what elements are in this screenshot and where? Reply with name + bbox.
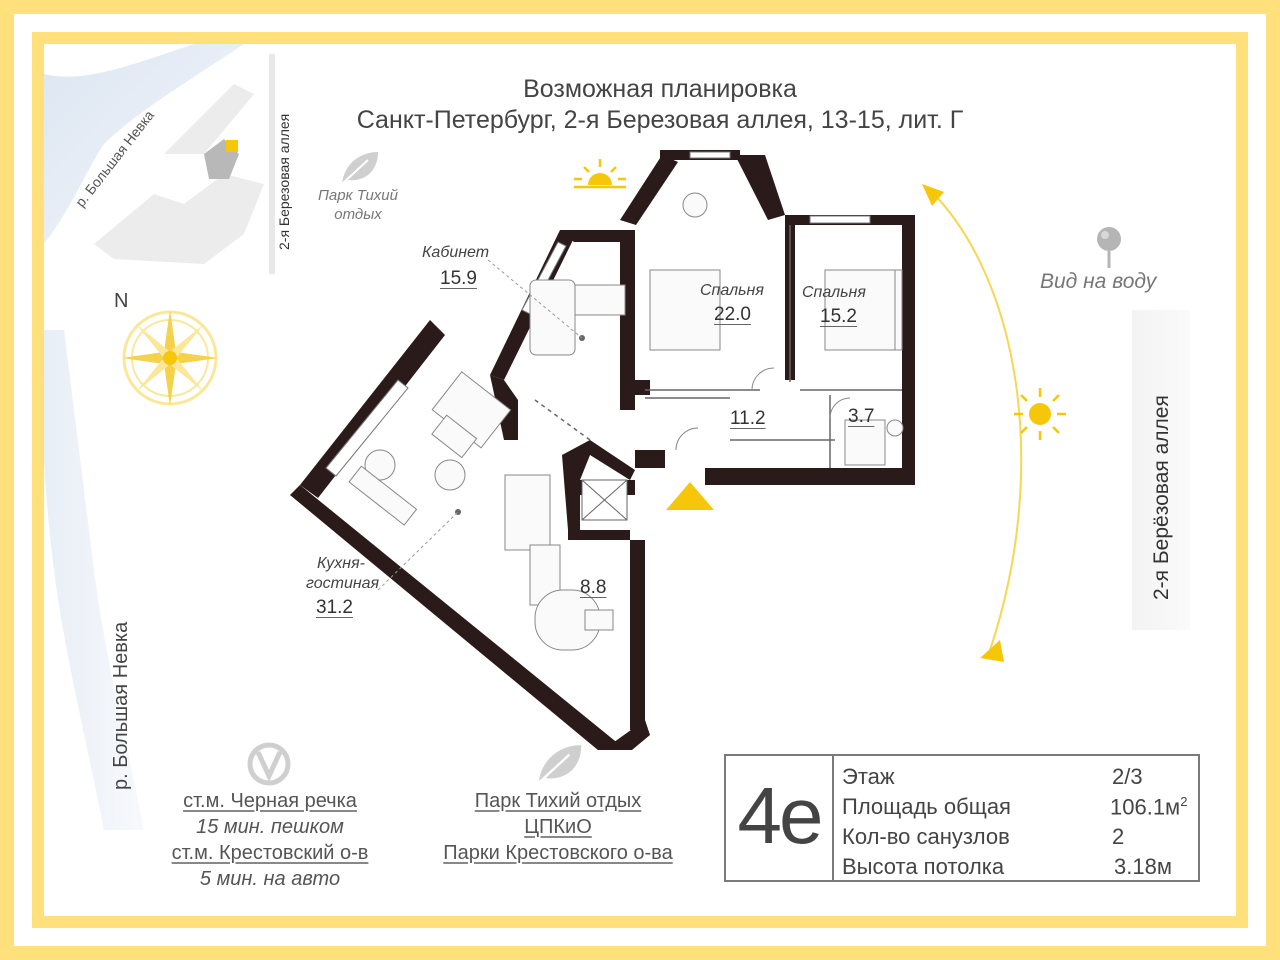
room-office-area: 15.9 (440, 268, 477, 289)
mini-target-marker (226, 140, 238, 152)
sun-path-arrow-top (922, 184, 944, 206)
entrance-arrow-icon (666, 482, 714, 510)
sun-icon (1014, 388, 1066, 440)
walls (290, 150, 915, 750)
room-hall-area: 11.2 (730, 408, 766, 429)
metro-line-4: 5 мин. на авто (199, 868, 341, 890)
view-label: Вид на воду (1040, 270, 1157, 293)
right-street-strip (1132, 310, 1190, 630)
room-kitchen-area: 31.2 (316, 597, 353, 618)
mini-map (44, 44, 275, 274)
info-bathrooms-label: Кол-во санузлов (842, 824, 1010, 849)
mini-building-2 (164, 84, 254, 154)
metro-info: ст.м. Черная речка 15 мин. пешком ст.м. … (130, 788, 410, 892)
sun-path-arrow-bottom (980, 640, 1004, 662)
room-bedroom1-area: 22.0 (714, 304, 751, 325)
info-floor-label: Этаж (842, 764, 895, 789)
info-floor-value: 2/3 (1112, 764, 1143, 789)
info-area-value: 106.1м2 (1110, 794, 1188, 820)
metro-line-1: ст.м. Черная речка (183, 790, 357, 812)
metro-icon (247, 742, 291, 786)
info-ceiling-label: Высота потолка (842, 854, 1005, 879)
room-bedroom2-label: Спальня (802, 284, 866, 301)
mini-river (44, 44, 244, 244)
leaf-icon (341, 152, 378, 185)
title-line-1: Возможная планировка (523, 75, 797, 103)
room-kitchen-label: Кухня- гостиная (306, 555, 380, 592)
title-line-2: Санкт-Петербург, 2-я Березовая аллея, 13… (356, 106, 964, 134)
right-street-label: 2-я Берёзовая аллея (1150, 395, 1173, 600)
floor-plan (290, 150, 915, 750)
park-tihiy-label: Парк Тихий отдых (318, 187, 398, 223)
room-bath-small-area: 3.7 (848, 406, 875, 427)
page-title: Возможная планировка Санкт-Петербург, 2-… (300, 74, 1020, 136)
sunrise-icon (574, 159, 626, 189)
metro-line-3: ст.м. Крестовский о-в (171, 842, 369, 864)
pin-icon (1097, 227, 1121, 268)
room-bedroom1-label: Спальня (700, 282, 764, 299)
info-ceiling-value: 3.18м (1114, 854, 1172, 879)
info-bathrooms-value: 2 (1112, 824, 1125, 849)
apartment-info-box: 4е Этаж 2/3 Площадь общая 106.1м2 Кол-во… (724, 754, 1200, 882)
left-river-label: р. Большая Невка (110, 621, 132, 790)
compass-north-label: N (114, 290, 129, 312)
sun-path (922, 184, 1023, 662)
parks-info: Парк Тихий отдых ЦПКиО Парки Крестовског… (400, 788, 716, 866)
parks-line-3: Парки Крестовского о-ва (443, 842, 673, 864)
room-office-label: Кабинет (422, 244, 490, 261)
room-bath-big-area: 8.8 (580, 577, 607, 598)
info-area-label: Площадь общая (842, 794, 1011, 819)
compass-icon (122, 310, 218, 406)
left-river (44, 330, 144, 830)
parks-line-2: ЦПКиО (524, 816, 592, 838)
apartment-type: 4е (726, 756, 834, 880)
leaf-icon-parks (537, 745, 582, 784)
mini-buildings (94, 174, 264, 264)
parks-line-1: Парк Тихий отдых (474, 790, 642, 812)
metro-line-2: 15 мин. пешком (196, 816, 344, 838)
room-bedroom2-area: 15.2 (820, 306, 857, 327)
